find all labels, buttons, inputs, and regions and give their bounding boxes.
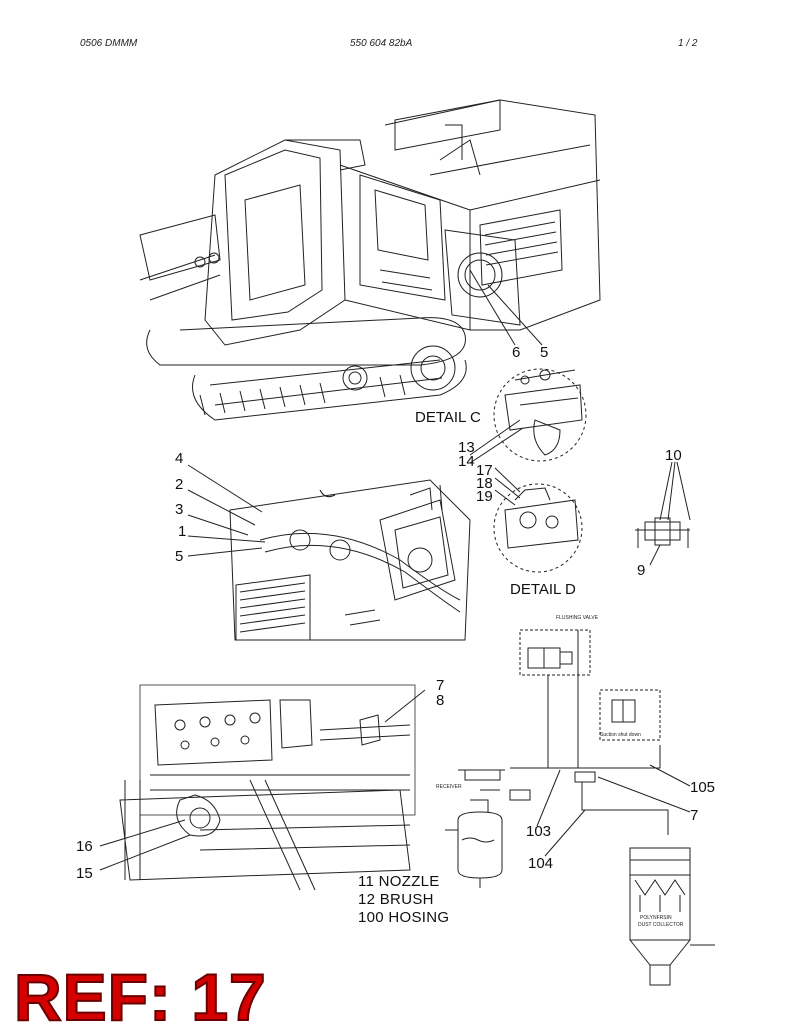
valve-detail-10-9 [635,462,690,565]
callout-1: 1 [178,523,187,540]
receiver-label: RECEIVER [436,784,462,790]
dust-collector-label-1: POLYNFRSIN [640,915,672,921]
header-page-number: 1 / 2 [678,38,698,49]
callout-8: 8 [436,692,445,709]
callout-18: 18 [476,475,493,492]
engine-compartment-detail [188,465,470,640]
header-doc-code: 0506 DMMM [80,38,138,49]
drill-rig-overview-illustration [140,100,600,420]
callout-14: 14 [458,453,475,470]
detail-d-label: DETAIL D [510,581,576,598]
header-part-number: 550 604 82bA [350,38,413,49]
ref-stamp: REF: 17 [13,960,267,1034]
callout-15: 15 [76,865,93,882]
callout-5-mid: 5 [175,548,184,565]
callout-3: 3 [175,501,184,518]
pneumatic-schematic [445,630,715,985]
legend-item-brush: 12 BRUSH [358,891,434,908]
callout-103: 103 [526,823,552,840]
detail-c-label: DETAIL C [415,409,481,426]
callout-105: 105 [690,779,716,796]
callout-7-upper: 7 [436,677,445,694]
callout-7-lower: 7 [690,807,699,824]
dust-collector-label-2: DUST COLLECTOR [638,922,684,928]
callout-17: 17 [476,462,493,479]
flushing-valve-label: FLUSHING VALVE [556,615,599,621]
parts-legend: 11 NOZZLE 12 BRUSH 100 HOSING [358,873,449,927]
callout-9: 9 [637,562,646,579]
callout-19: 19 [476,488,493,505]
suction-shut-down-label: Suction shut down [600,732,641,738]
detail-c-circle [470,369,586,463]
callout-10: 10 [665,447,682,464]
callout-5-top: 5 [540,344,549,361]
legend-item-nozzle: 11 NOZZLE [358,873,440,890]
callout-2: 2 [175,476,184,493]
callout-6: 6 [512,344,521,361]
callout-4: 4 [175,450,184,467]
callout-16: 16 [76,838,93,855]
callout-104: 104 [528,855,554,872]
legend-item-hosing: 100 HOSING [358,909,450,926]
callout-13: 13 [458,439,475,456]
valve-block-detail [100,685,425,890]
detail-d-circle [494,468,582,572]
